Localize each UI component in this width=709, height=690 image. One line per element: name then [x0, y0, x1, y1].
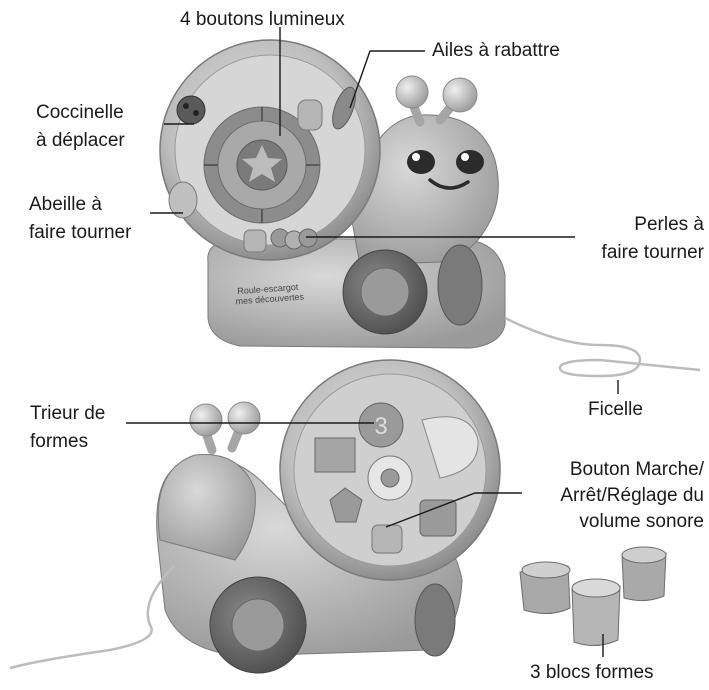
label-ladybug-line1: Coccinelle	[36, 102, 124, 123]
label-power-button-line3: volume sonore	[579, 511, 704, 532]
label-beads-line2: faire tourner	[601, 242, 704, 263]
label-light-buttons: 4 boutons lumineux	[180, 9, 345, 30]
label-wings: Ailes à rabattre	[432, 40, 560, 61]
label-power-button-line2: Arrêt/Réglage du	[560, 485, 704, 506]
leader-lines	[126, 27, 619, 657]
shape-blocks	[519, 546, 667, 646]
label-beads-line1: Perles à	[634, 214, 704, 235]
label-bee-line2: faire tourner	[29, 222, 132, 243]
label-shape-sorter-line2: formes	[30, 431, 89, 452]
product-name-line2: mes découvertes	[235, 292, 305, 307]
product-name-line1: Roule-escargot	[237, 282, 299, 296]
bottom-toy: 3	[9, 359, 501, 674]
label-shape-blocks: 3 blocs formes	[530, 662, 654, 683]
svg-text:3: 3	[374, 413, 387, 440]
label-bee-line1: Abeille à	[29, 194, 102, 215]
label-string: Ficelle	[588, 399, 643, 420]
label-ladybug-line2: à déplacer	[36, 130, 125, 151]
label-shape-sorter-line1: Trieur de	[30, 403, 106, 424]
label-power-button-line1: Bouton Marche/	[569, 459, 704, 480]
top-toy: Roule-escargot mes découvertes	[159, 39, 701, 378]
